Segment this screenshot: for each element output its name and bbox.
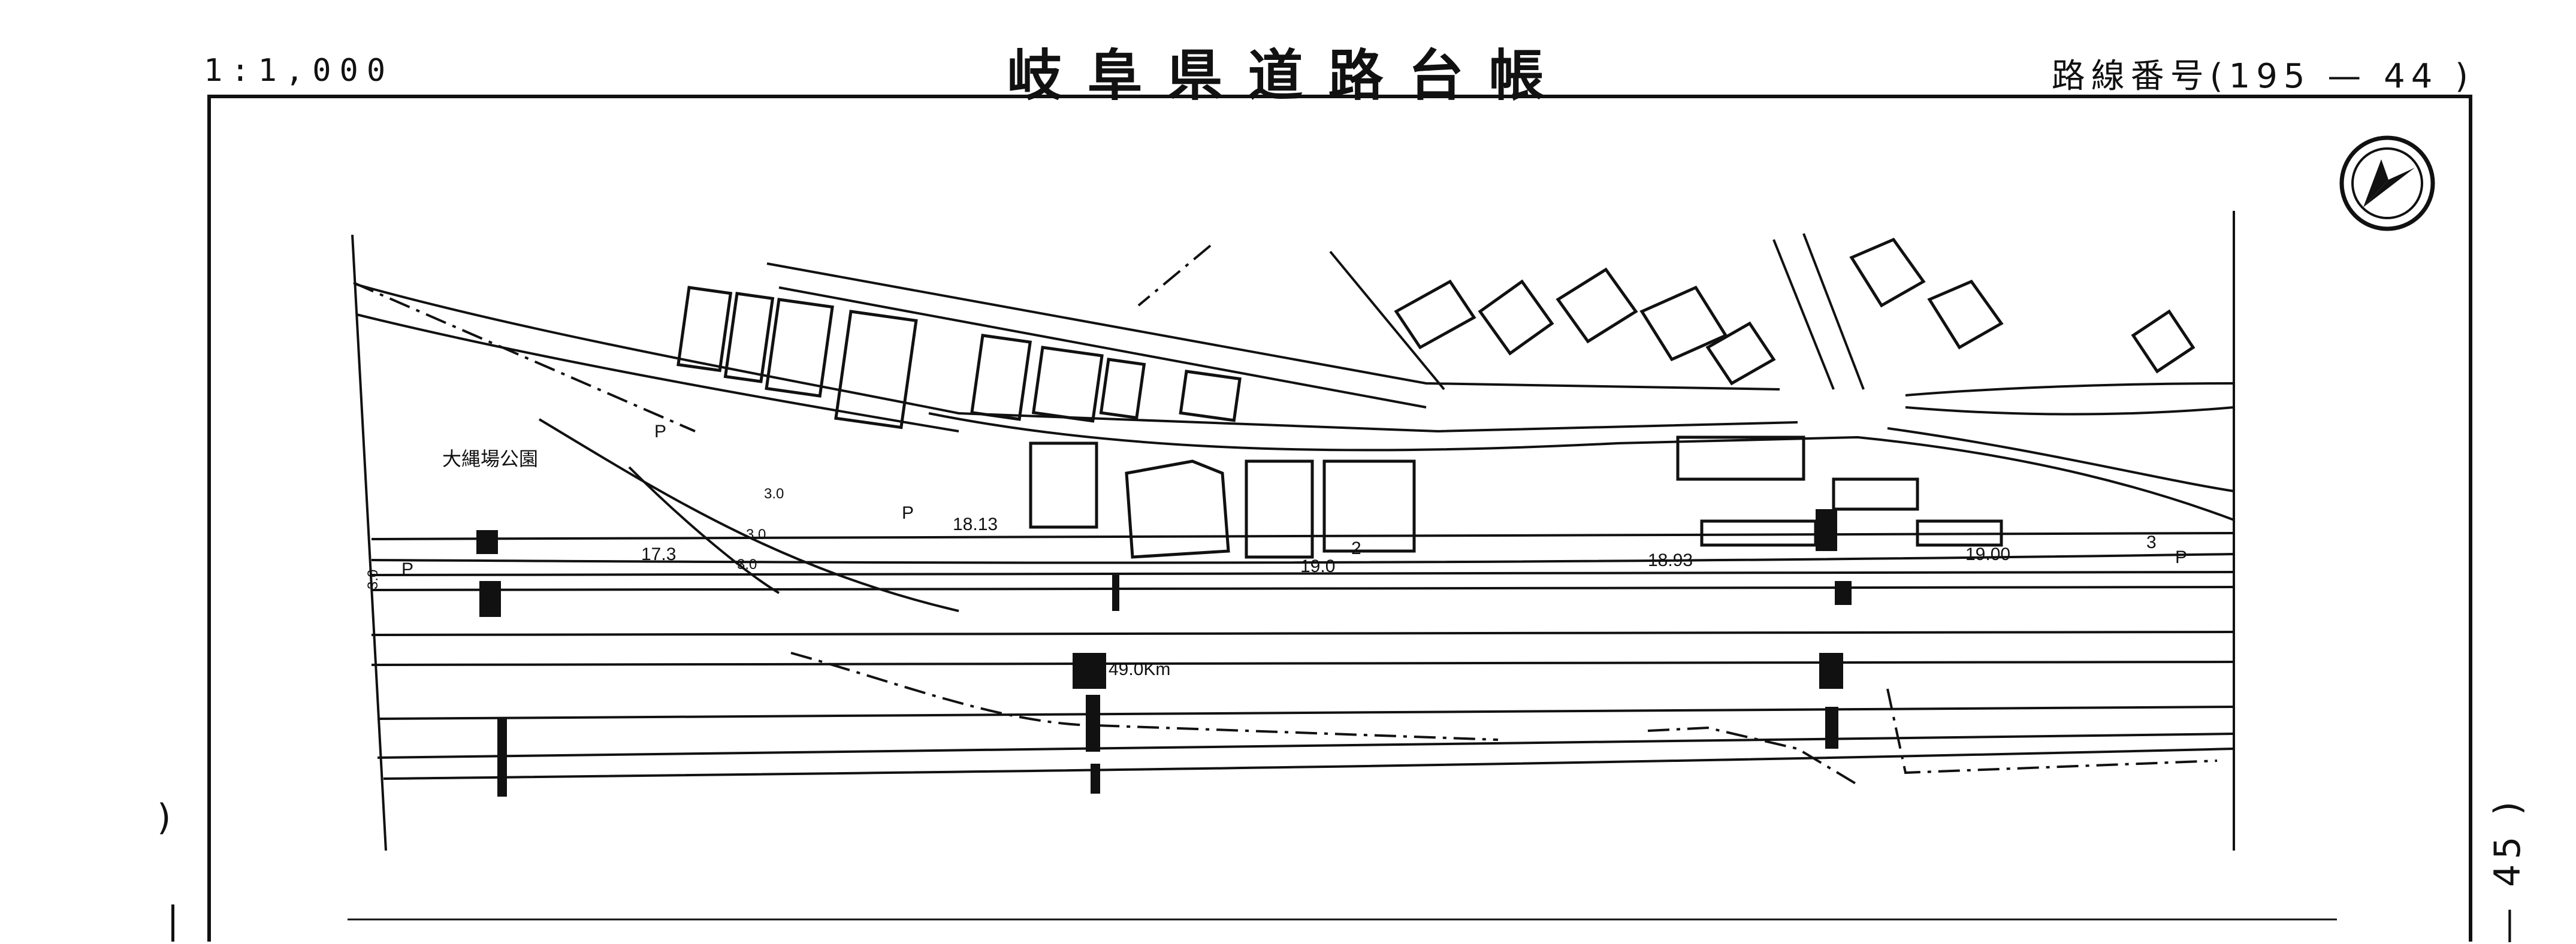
parking-mark: P — [2175, 547, 2187, 567]
distance-marker: 49.0Km — [1109, 659, 1170, 679]
park-label: 大縄場公園 — [442, 447, 538, 470]
width-label: 18.13 — [953, 515, 998, 534]
stair-marks — [476, 509, 1852, 797]
width-label: 19.00 — [1965, 544, 2010, 564]
width-label: 17.3 — [641, 544, 676, 564]
map-sheet-edges — [348, 211, 2337, 921]
route-number: 路線番号(195 — 44 ) — [2051, 57, 2474, 96]
parking-mark: P — [654, 422, 666, 441]
section-number: 2 — [1351, 538, 1361, 558]
width-label: 19.0 — [1300, 556, 1335, 576]
boundary-lines — [353, 244, 2218, 786]
north-arrow-icon — [2339, 135, 2435, 231]
width-label: 3.0 — [746, 527, 766, 543]
section-number: 3 — [2146, 532, 2157, 552]
left-margin-dash — [171, 904, 174, 942]
left-margin-mark: ) — [157, 797, 171, 839]
buildings — [677, 237, 2196, 559]
width-label: 3.0 — [365, 570, 381, 589]
parking-mark: P — [401, 559, 413, 579]
width-label: 3.0 — [737, 556, 757, 573]
page-number: — 45 ) — [2487, 797, 2529, 944]
width-label: 18.93 — [1648, 550, 1693, 570]
width-label: 3.0 — [764, 486, 784, 502]
main-road — [371, 418, 2234, 780]
parking-mark: P — [902, 503, 914, 523]
map-scale: 1:1,000 — [204, 53, 394, 89]
map-frame — [207, 95, 2472, 942]
